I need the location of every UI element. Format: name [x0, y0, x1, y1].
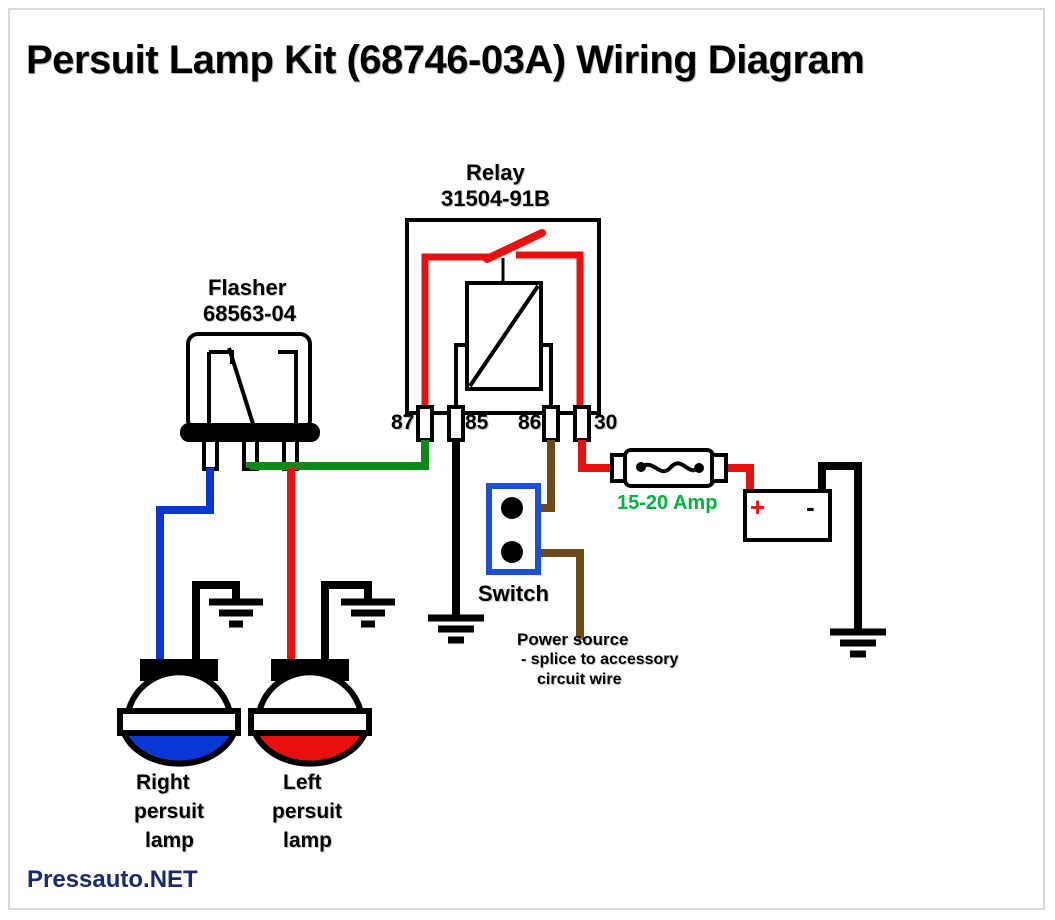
- left-lamp-lens: [249, 724, 371, 767]
- relay-coil-diagonal: [468, 284, 540, 388]
- left-lamp-label-line3: lamp: [283, 829, 333, 852]
- page-border: [8, 8, 1045, 910]
- wire-black-right-lamp-ground: [192, 581, 240, 672]
- fuse-element: [639, 461, 701, 474]
- power-source-label-line3: circuit wire: [537, 671, 622, 688]
- right-lamp-label-line2: persuit: [134, 800, 205, 823]
- switch-label: Switch: [478, 581, 549, 606]
- ground-symbol-right-lamp: [192, 581, 263, 672]
- relay-contact-right-wire: [516, 251, 584, 413]
- fuse-label: 15-20 Amp: [617, 492, 718, 514]
- relay-label-partnumber: 31504-91B: [441, 186, 550, 211]
- relay-pin-label-85: 85: [465, 411, 489, 434]
- ground-symbol-battery: [830, 628, 886, 658]
- battery-component: [743, 462, 862, 632]
- battery-positive-label: +: [750, 492, 766, 522]
- wire-blue-right-lamp: [156, 468, 214, 672]
- relay-terminal-87: [416, 405, 434, 442]
- wire-green-flasher-to-pin87: [246, 440, 429, 470]
- battery-negative-label: -: [806, 492, 815, 522]
- wire-black-left-lamp-ground: [321, 581, 372, 672]
- site-watermark: Pressauto.NET: [27, 866, 198, 893]
- wire-red-pin30-fuse: [578, 440, 613, 472]
- flasher-internal-diagonal: [227, 347, 256, 428]
- right-persuit-lamp: [117, 659, 241, 767]
- flasher-label-name: Flasher: [208, 275, 287, 300]
- relay-armature-arm: [483, 229, 546, 263]
- relay-pin-label-86: 86: [518, 411, 542, 434]
- battery-body: [743, 489, 832, 542]
- wire-black-battery-negative-ground: [818, 462, 862, 632]
- fuse-element-dot-right: [694, 463, 704, 473]
- relay-contact-left-wire: [421, 253, 489, 413]
- right-lamp-label-line3: lamp: [145, 829, 195, 852]
- relay-terminal-85: [447, 405, 465, 442]
- left-lamp-band: [248, 708, 372, 736]
- relay-label-name: Relay: [466, 160, 525, 185]
- relay-terminal-86: [542, 405, 560, 442]
- left-lamp-label-line2: persuit: [272, 800, 343, 823]
- relay-coil-lead-85: [454, 343, 467, 413]
- flasher-base-bar: [180, 423, 320, 442]
- relay-pin-label-87: 87: [391, 411, 415, 434]
- left-lamp-label-line1: Left: [283, 771, 322, 794]
- ground-symbol-relay: [428, 614, 484, 644]
- relay-pin-label-30: 30: [594, 411, 618, 434]
- flasher-pin-left: [202, 438, 219, 471]
- right-lamp-band: [117, 708, 241, 736]
- ground-symbol-left-lamp: [321, 581, 395, 672]
- switch-terminal-bottom: [501, 541, 523, 563]
- switch-terminal-top: [501, 497, 523, 519]
- flasher-label-partnumber: 68563-04: [203, 301, 296, 326]
- relay-component: [405, 218, 601, 415]
- switch-component: [486, 483, 541, 575]
- right-lamp-label-line1: Right: [136, 771, 190, 794]
- power-source-label-line2: - splice to accessory: [521, 651, 679, 668]
- page-title: Persuit Lamp Kit (68746-03A) Wiring Diag…: [26, 38, 865, 82]
- relay-terminal-30: [573, 405, 591, 442]
- relay-coil-lead-86: [541, 343, 553, 413]
- flasher-internal-right: [278, 350, 298, 427]
- fuse-component: [610, 448, 728, 488]
- left-persuit-lamp: [248, 659, 372, 767]
- wire-red-fuse-battery: [727, 464, 754, 492]
- fuse-cap-right: [710, 453, 728, 483]
- flasher-component: [180, 332, 320, 471]
- right-lamp-lens: [118, 724, 240, 767]
- fuse-element-dot-left: [636, 462, 646, 472]
- power-source-label-line1: Power source: [517, 630, 629, 649]
